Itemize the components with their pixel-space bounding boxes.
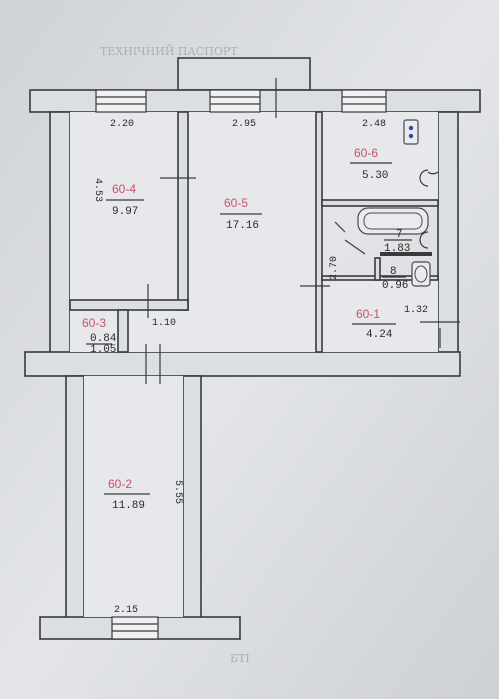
toilet-icon — [411, 261, 431, 287]
partition-3 — [117, 309, 129, 353]
room-60-1-id: 60-1 — [356, 307, 380, 321]
partition-5-6 — [315, 111, 323, 353]
room-60-1 — [322, 280, 438, 352]
left-wall-lower — [65, 375, 85, 622]
background-footer-text: БТІ — [230, 652, 250, 665]
partition-4-bottom — [69, 299, 189, 311]
room-60-4-area: 9.97 — [112, 206, 138, 218]
sink-icon — [403, 119, 419, 145]
room-60-1-area: 4.24 — [366, 329, 393, 341]
wc-divider — [380, 252, 432, 256]
room-60-1-length: 2.70 — [329, 256, 340, 280]
washbasin-icon — [419, 231, 429, 249]
room-60-4-id: 60-4 — [112, 182, 136, 196]
room-60-3-area1: 0.84 — [90, 333, 117, 345]
door-marks — [145, 78, 460, 384]
window-room-5 — [209, 89, 261, 113]
room-60-6-id: 60-6 — [354, 146, 378, 160]
wc-number: 8 — [390, 266, 397, 278]
room-60-5-area: 17.16 — [226, 220, 259, 232]
room-60-4-width: 2.20 — [110, 119, 134, 130]
room-60-5-width: 2.95 — [232, 119, 256, 130]
left-wall-upper — [49, 111, 71, 371]
room-60-5 — [188, 112, 316, 352]
room-60-6-area: 5.30 — [362, 170, 388, 182]
bath-area: 1.83 — [384, 243, 410, 255]
room-60-6-width: 2.48 — [362, 119, 386, 130]
room-60-2-width: 2.15 — [114, 605, 138, 616]
top-bay-wall — [177, 57, 311, 91]
right-wall — [437, 111, 459, 361]
window-room-4 — [95, 89, 147, 113]
background-header-text: ТЕХНІЧНИЙ ПАСПОРТ — [100, 44, 238, 58]
bath-number: 7 — [396, 229, 403, 241]
partition-6-bath — [321, 199, 439, 207]
room-60-5-id: 60-5 — [224, 196, 248, 210]
room-60-4-length: 4.53 — [92, 178, 103, 202]
right-wall-lower — [182, 375, 202, 622]
room-60-2-area: 11.89 — [112, 500, 145, 512]
partition-4-5 — [177, 111, 189, 311]
room-60-3 — [70, 310, 118, 352]
bathtub-icon — [357, 207, 429, 235]
stove-icon — [419, 169, 439, 187]
window-room-2 — [111, 616, 159, 640]
partition-wc — [374, 257, 381, 281]
room-60-4 — [70, 112, 178, 300]
room-corridor — [128, 310, 188, 352]
room-60-2 — [84, 376, 183, 617]
room-60-2-length: 5.55 — [172, 480, 183, 504]
room-60-3-width: 1.10 — [152, 318, 176, 329]
room-60-6 — [322, 112, 438, 202]
window-room-6 — [341, 89, 387, 113]
room-60-3-id: 60-3 — [82, 316, 106, 330]
room-60-2-id: 60-2 — [108, 477, 132, 491]
room-60-1-width: 1.32 — [404, 305, 428, 316]
room-60-3-area2: 1.05 — [90, 344, 116, 356]
wc-area: 0.96 — [382, 280, 408, 292]
